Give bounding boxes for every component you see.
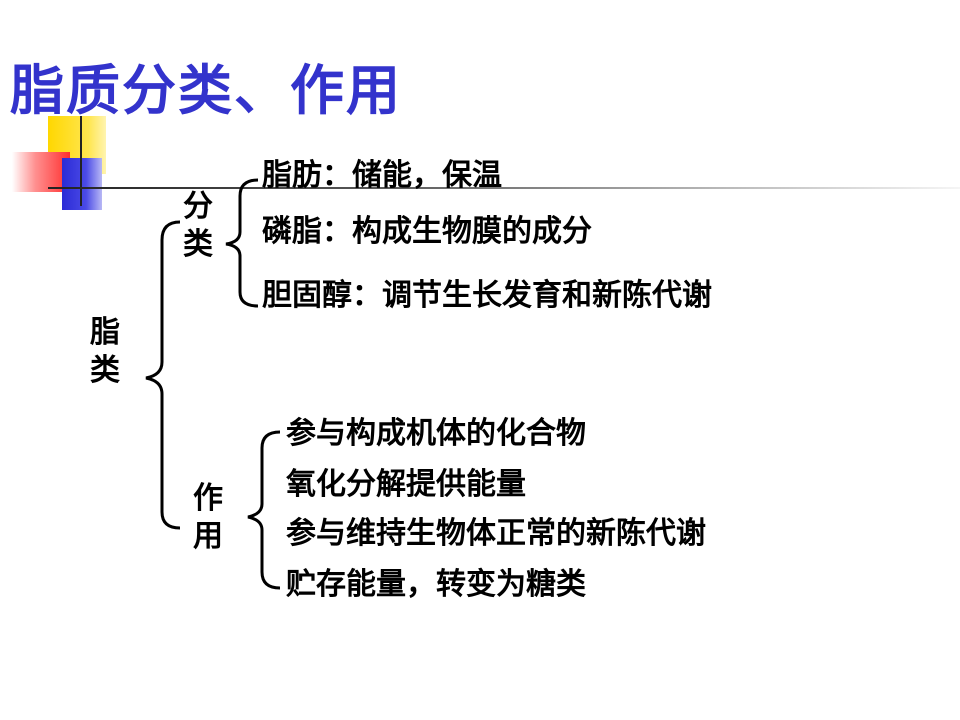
function-item: 氧化分解提供能量 <box>286 467 526 502</box>
function-brace <box>247 430 281 590</box>
root-label: 脂类 <box>90 315 120 388</box>
root-brace <box>145 220 181 530</box>
title-divider-line <box>48 187 960 189</box>
decor-vertical-line <box>80 116 82 206</box>
function-label: 作用 <box>193 481 223 554</box>
decor-red-square <box>12 152 70 192</box>
function-item: 参与维持生物体正常的新陈代谢 <box>286 516 706 551</box>
classification-item: 脂肪：储能，保温 <box>262 158 502 193</box>
function-item: 贮存能量，转变为糖类 <box>286 567 586 602</box>
classification-brace <box>225 178 259 308</box>
slide-title: 脂质分类、作用 <box>10 59 402 122</box>
classification-item: 胆固醇：调节生长发育和新陈代谢 <box>262 278 712 313</box>
function-item: 参与构成机体的化合物 <box>286 416 586 451</box>
classification-label: 分类 <box>183 189 213 262</box>
decor-blue-square <box>62 158 102 210</box>
classification-item: 磷脂：构成生物膜的成分 <box>262 214 592 249</box>
